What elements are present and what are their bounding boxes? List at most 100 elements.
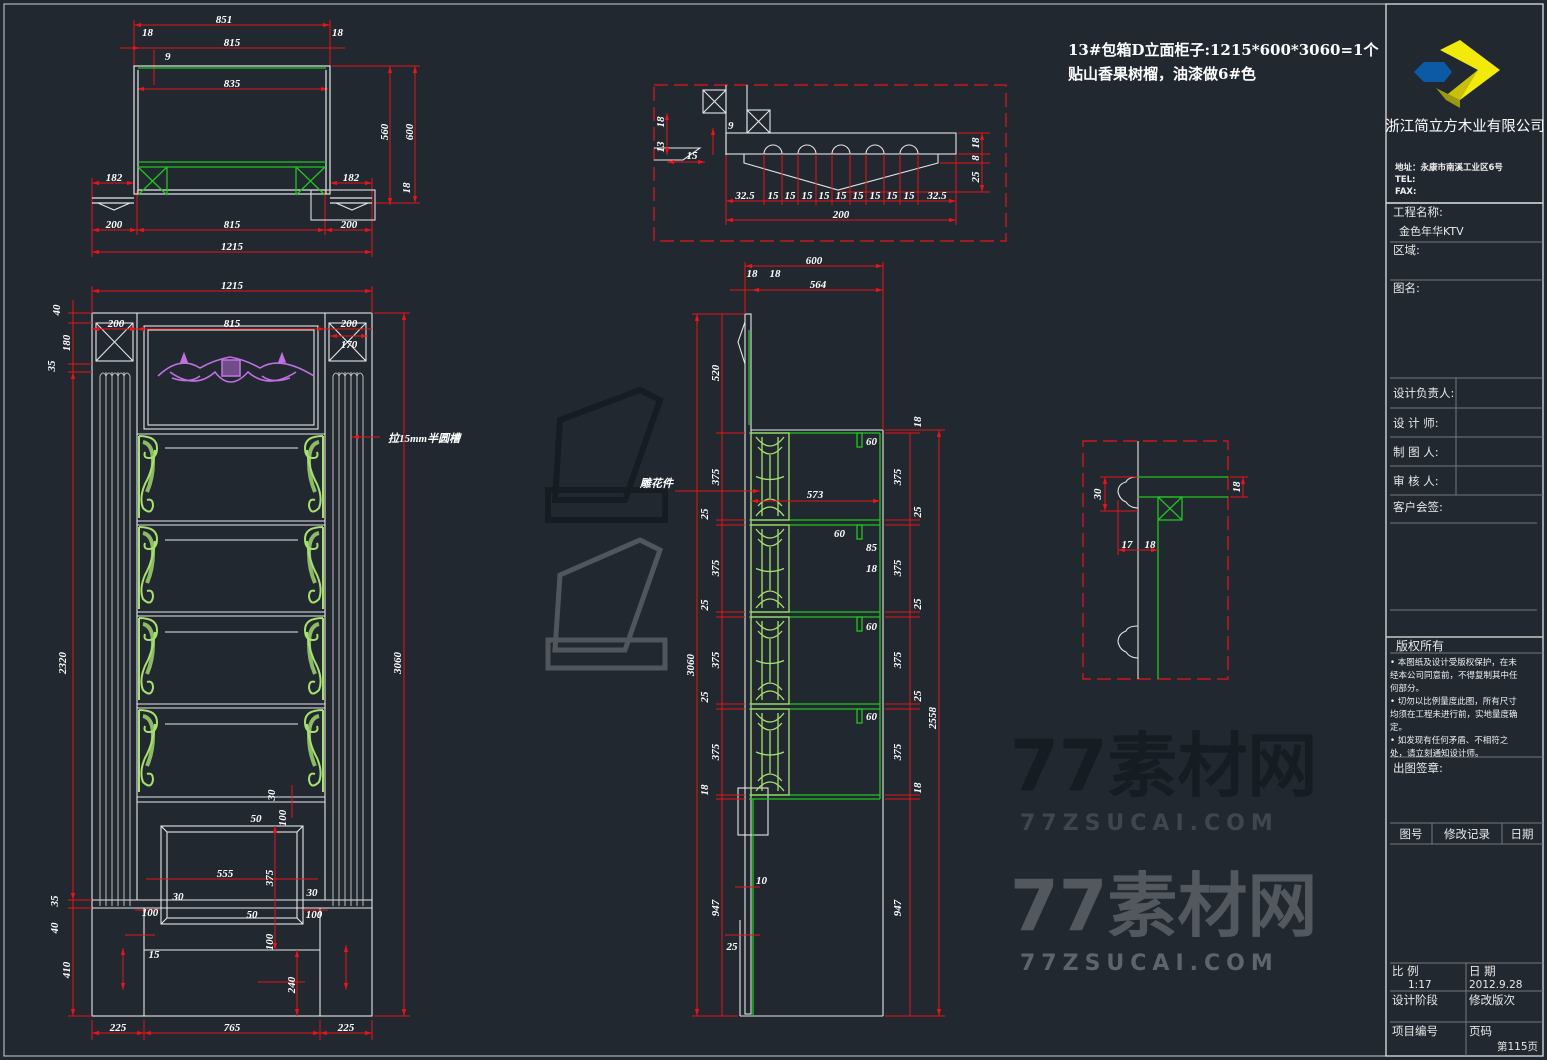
- project-name-label: 工程名称:: [1393, 205, 1443, 219]
- scroll-corbel: [138, 709, 159, 792]
- watermark-brand: 77素材网: [1010, 725, 1317, 807]
- groove-label: 拉15mm半圆槽: [388, 432, 462, 445]
- side-dim-3060: 3060: [685, 654, 697, 678]
- title-note-line2: 贴山香果树榴，油漆做6#色: [1068, 65, 1256, 83]
- side-dim-375d: 375: [710, 743, 722, 761]
- carving-label: 雕花件: [639, 477, 675, 490]
- front-dim-375: 375: [264, 869, 276, 887]
- copyright-line: 经本公司同意前，不得复制其中任: [1390, 670, 1518, 681]
- side-dim-947-left: 947: [710, 899, 722, 916]
- side-dim-25a: 25: [699, 508, 711, 521]
- scroll-leaf: [142, 531, 156, 584]
- copyright-line: • 切勿以比例量度此图，所有尺寸: [1390, 696, 1517, 707]
- plan-dim-835: 835: [224, 78, 241, 90]
- side-dim-375b: 375: [710, 559, 722, 577]
- company-address: 地址：永康市南溪工业区6号: [1395, 162, 1503, 173]
- side-dim-60a: 60: [866, 436, 878, 448]
- detail-a-dim-32-5b: 32.5: [926, 190, 947, 202]
- side-dim-60d: 60: [866, 711, 878, 723]
- copyright-line: 均须在工程未进行前，实地量度确: [1390, 709, 1518, 720]
- detail-a-dim-15b: 15: [785, 190, 797, 202]
- plan-view: 851 18 18 815 9 835 182 182 560 600 18 2…: [91, 14, 420, 257]
- title-block: 浙江简立方木业有限公司 地址：永康市南溪工业区6号 TEL: FAX: 工程名称…: [1385, 3, 1545, 1057]
- column-segment: [750, 432, 790, 521]
- side-dim-60b: 60: [834, 528, 846, 540]
- front-dim-225a: 225: [109, 1022, 127, 1034]
- phase-label: 设计阶段: [1392, 993, 1438, 1007]
- detail-a-dim-15a: 15: [768, 190, 780, 202]
- copyright-line: 处，请立刻通知设计师。: [1390, 748, 1484, 759]
- copyright-title: 版权所有: [1396, 639, 1444, 653]
- detail-b-dim-17: 17: [1122, 539, 1134, 551]
- scroll-corbel: [303, 526, 324, 609]
- side-dim-r375a: 375: [892, 468, 904, 486]
- side-dim-r25b: 25: [912, 598, 924, 611]
- side-dim-2558: 2558: [927, 707, 939, 731]
- column-carving: [755, 712, 785, 792]
- detail-a: 18 13 15 9 32.5 15 15 15 15 15 15 15 15 …: [653, 84, 1007, 242]
- scroll-leaf: [306, 622, 320, 675]
- plan-dim-851: 851: [216, 14, 233, 26]
- front-dim-1215: 1215: [221, 280, 244, 292]
- front-dim-200b: 200: [340, 318, 358, 330]
- plan-dim-9: 9: [165, 51, 171, 63]
- detail-a-dim-8: 8: [970, 155, 982, 161]
- front-dim-30a: 30: [266, 789, 278, 802]
- scale-value: 1:17: [1408, 979, 1432, 991]
- page-value: 第115页: [1497, 1040, 1538, 1053]
- scroll-leaf: [306, 714, 320, 767]
- date-value: 2012.9.28: [1469, 979, 1522, 991]
- copyright-line: • 如发现有任何矛盾、不相符之: [1390, 735, 1509, 746]
- front-dim-100b: 100: [142, 907, 159, 919]
- detail-b: 30 18 17 18: [1082, 440, 1248, 680]
- watermark-logo-icon-2: [545, 537, 668, 671]
- plan-dim-182b: 182: [343, 172, 360, 184]
- front-dim-225b: 225: [337, 1022, 355, 1034]
- company-logo-icon: [1414, 40, 1500, 108]
- watermark: 77素材网 77ZSUCAI.COM 77素材网 77ZSUCAI.COM: [545, 386, 1317, 976]
- scroll-corbel: [138, 435, 159, 518]
- scroll-leaf: [306, 531, 320, 584]
- side-dim-r18b: 18: [912, 782, 924, 794]
- side-section: 600 18 18 564 520 375 25 375 25 375 25 3…: [639, 255, 945, 1017]
- scroll-corbel: [303, 617, 324, 700]
- company-tel: TEL:: [1395, 175, 1415, 185]
- side-dim-573: 573: [807, 489, 824, 501]
- scroll-leaf: [142, 714, 156, 767]
- front-dim-15: 15: [149, 949, 161, 961]
- side-dim-r375b: 375: [892, 559, 904, 577]
- front-dim-2320: 2320: [57, 652, 69, 676]
- detail-a-dim-9: 9: [728, 120, 734, 132]
- rev-header-record: 修改记录: [1444, 827, 1490, 841]
- green-scroll-corbels: [138, 435, 324, 792]
- carved-column: [750, 432, 790, 796]
- side-dim-564: 564: [810, 279, 827, 291]
- side-dim-25: 25: [726, 941, 739, 953]
- detail-a-dim-15d: 15: [819, 190, 831, 202]
- detail-b-dim-30: 30: [1092, 488, 1104, 501]
- column-segment: [750, 708, 790, 796]
- project-name-value: 金色年华KTV: [1399, 224, 1464, 238]
- drafter-label: 制 图 人:: [1393, 445, 1439, 459]
- fluted-pilaster-left: [99, 372, 131, 906]
- detail-a-dim-15e: 15: [836, 190, 848, 202]
- scroll-corbel: [303, 435, 324, 518]
- side-dim-10: 10: [756, 875, 768, 887]
- watermark-url: 77ZSUCAI.COM: [1020, 811, 1279, 836]
- plan-dim-18c: 18: [401, 182, 413, 194]
- detail-a-dim-15f: 15: [853, 190, 865, 202]
- client-sign-label: 客户会签:: [1393, 500, 1443, 514]
- column-segment: [750, 616, 790, 705]
- scroll-leaf: [142, 622, 156, 675]
- area-label: 区域:: [1393, 243, 1420, 257]
- designer-label: 设 计 师:: [1393, 416, 1439, 430]
- watermark-brand-2: 77素材网: [1010, 865, 1317, 947]
- detail-a-dim-15g: 15: [870, 190, 882, 202]
- detail-a-dim-13: 13: [655, 141, 667, 153]
- side-dim-r375d: 375: [892, 743, 904, 761]
- column-carving: [755, 528, 785, 609]
- front-dim-200a: 200: [107, 318, 125, 330]
- side-dim-r25a: 25: [912, 506, 924, 519]
- copyright-line: 定。: [1390, 722, 1407, 733]
